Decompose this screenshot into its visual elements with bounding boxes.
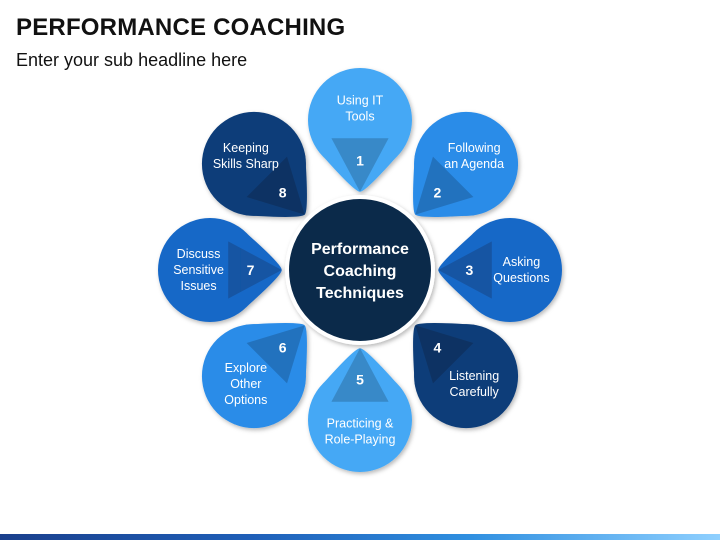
center-label-line: Techniques xyxy=(316,285,404,302)
node-3-label-line: Questions xyxy=(493,271,549,285)
node-2 xyxy=(413,111,519,217)
center-label-line: Performance xyxy=(311,241,409,258)
node-3 xyxy=(438,218,562,322)
node-8-label-line: Skills Sharp xyxy=(213,157,279,171)
node-7 xyxy=(158,218,282,322)
page-title: PERFORMANCE COACHING xyxy=(16,14,346,41)
node-6-number: 6 xyxy=(279,339,287,355)
node-4-number: 4 xyxy=(433,339,441,355)
node-7-label-line: Sensitive xyxy=(173,263,224,277)
page-subtitle: Enter your sub headline here xyxy=(16,50,248,70)
node-3-number: 3 xyxy=(466,262,474,278)
node-3-label-line: Asking xyxy=(503,255,541,269)
node-1-tip-shade xyxy=(331,138,389,192)
center-label-line: Coaching xyxy=(324,263,397,280)
bottom-accent-bar xyxy=(0,534,720,540)
node-5-label-line: Practicing & xyxy=(327,416,394,430)
node-6-label-line: Options xyxy=(224,393,267,407)
node-3-circle xyxy=(458,218,562,322)
node-1-circle xyxy=(308,68,412,172)
node-8-label-line: Keeping xyxy=(223,141,269,155)
node-7-label-line: Issues xyxy=(180,279,216,293)
node-5-number: 5 xyxy=(356,371,364,387)
node-6-tip-shade xyxy=(246,325,305,384)
node-2-label-line: Following xyxy=(448,141,501,155)
node-8 xyxy=(201,111,307,217)
node-7-circle xyxy=(158,218,262,322)
node-4-tip-shade xyxy=(415,325,474,384)
node-7-tip-shade xyxy=(228,241,282,299)
node-2-label-line: an Agenda xyxy=(444,157,504,171)
node-1-number: 1 xyxy=(356,153,364,169)
node-2-tip-shade xyxy=(415,156,474,215)
node-4 xyxy=(413,323,519,429)
node-5-tip-shade xyxy=(331,348,389,402)
node-4-label-line: Listening xyxy=(449,369,499,383)
center-circle xyxy=(287,197,433,343)
node-4-label-line: Carefully xyxy=(449,385,499,399)
node-6-label-line: Explore xyxy=(225,361,267,375)
node-6-label-line: Other xyxy=(230,377,261,391)
node-8-number: 8 xyxy=(279,185,287,201)
node-1-label-line: Tools xyxy=(345,110,374,124)
node-6 xyxy=(201,323,307,429)
node-8-tip-shade xyxy=(246,156,305,215)
node-7-number: 7 xyxy=(247,262,255,278)
node-5-circle xyxy=(308,368,412,472)
node-1 xyxy=(308,68,412,192)
node-5 xyxy=(308,348,412,472)
node-5-label-line: Role-Playing xyxy=(325,432,396,446)
node-2-number: 2 xyxy=(433,185,441,201)
node-1-label-line: Using IT xyxy=(337,94,384,108)
node-7-label-line: Discuss xyxy=(177,247,221,261)
node-3-tip-shade xyxy=(438,241,492,299)
